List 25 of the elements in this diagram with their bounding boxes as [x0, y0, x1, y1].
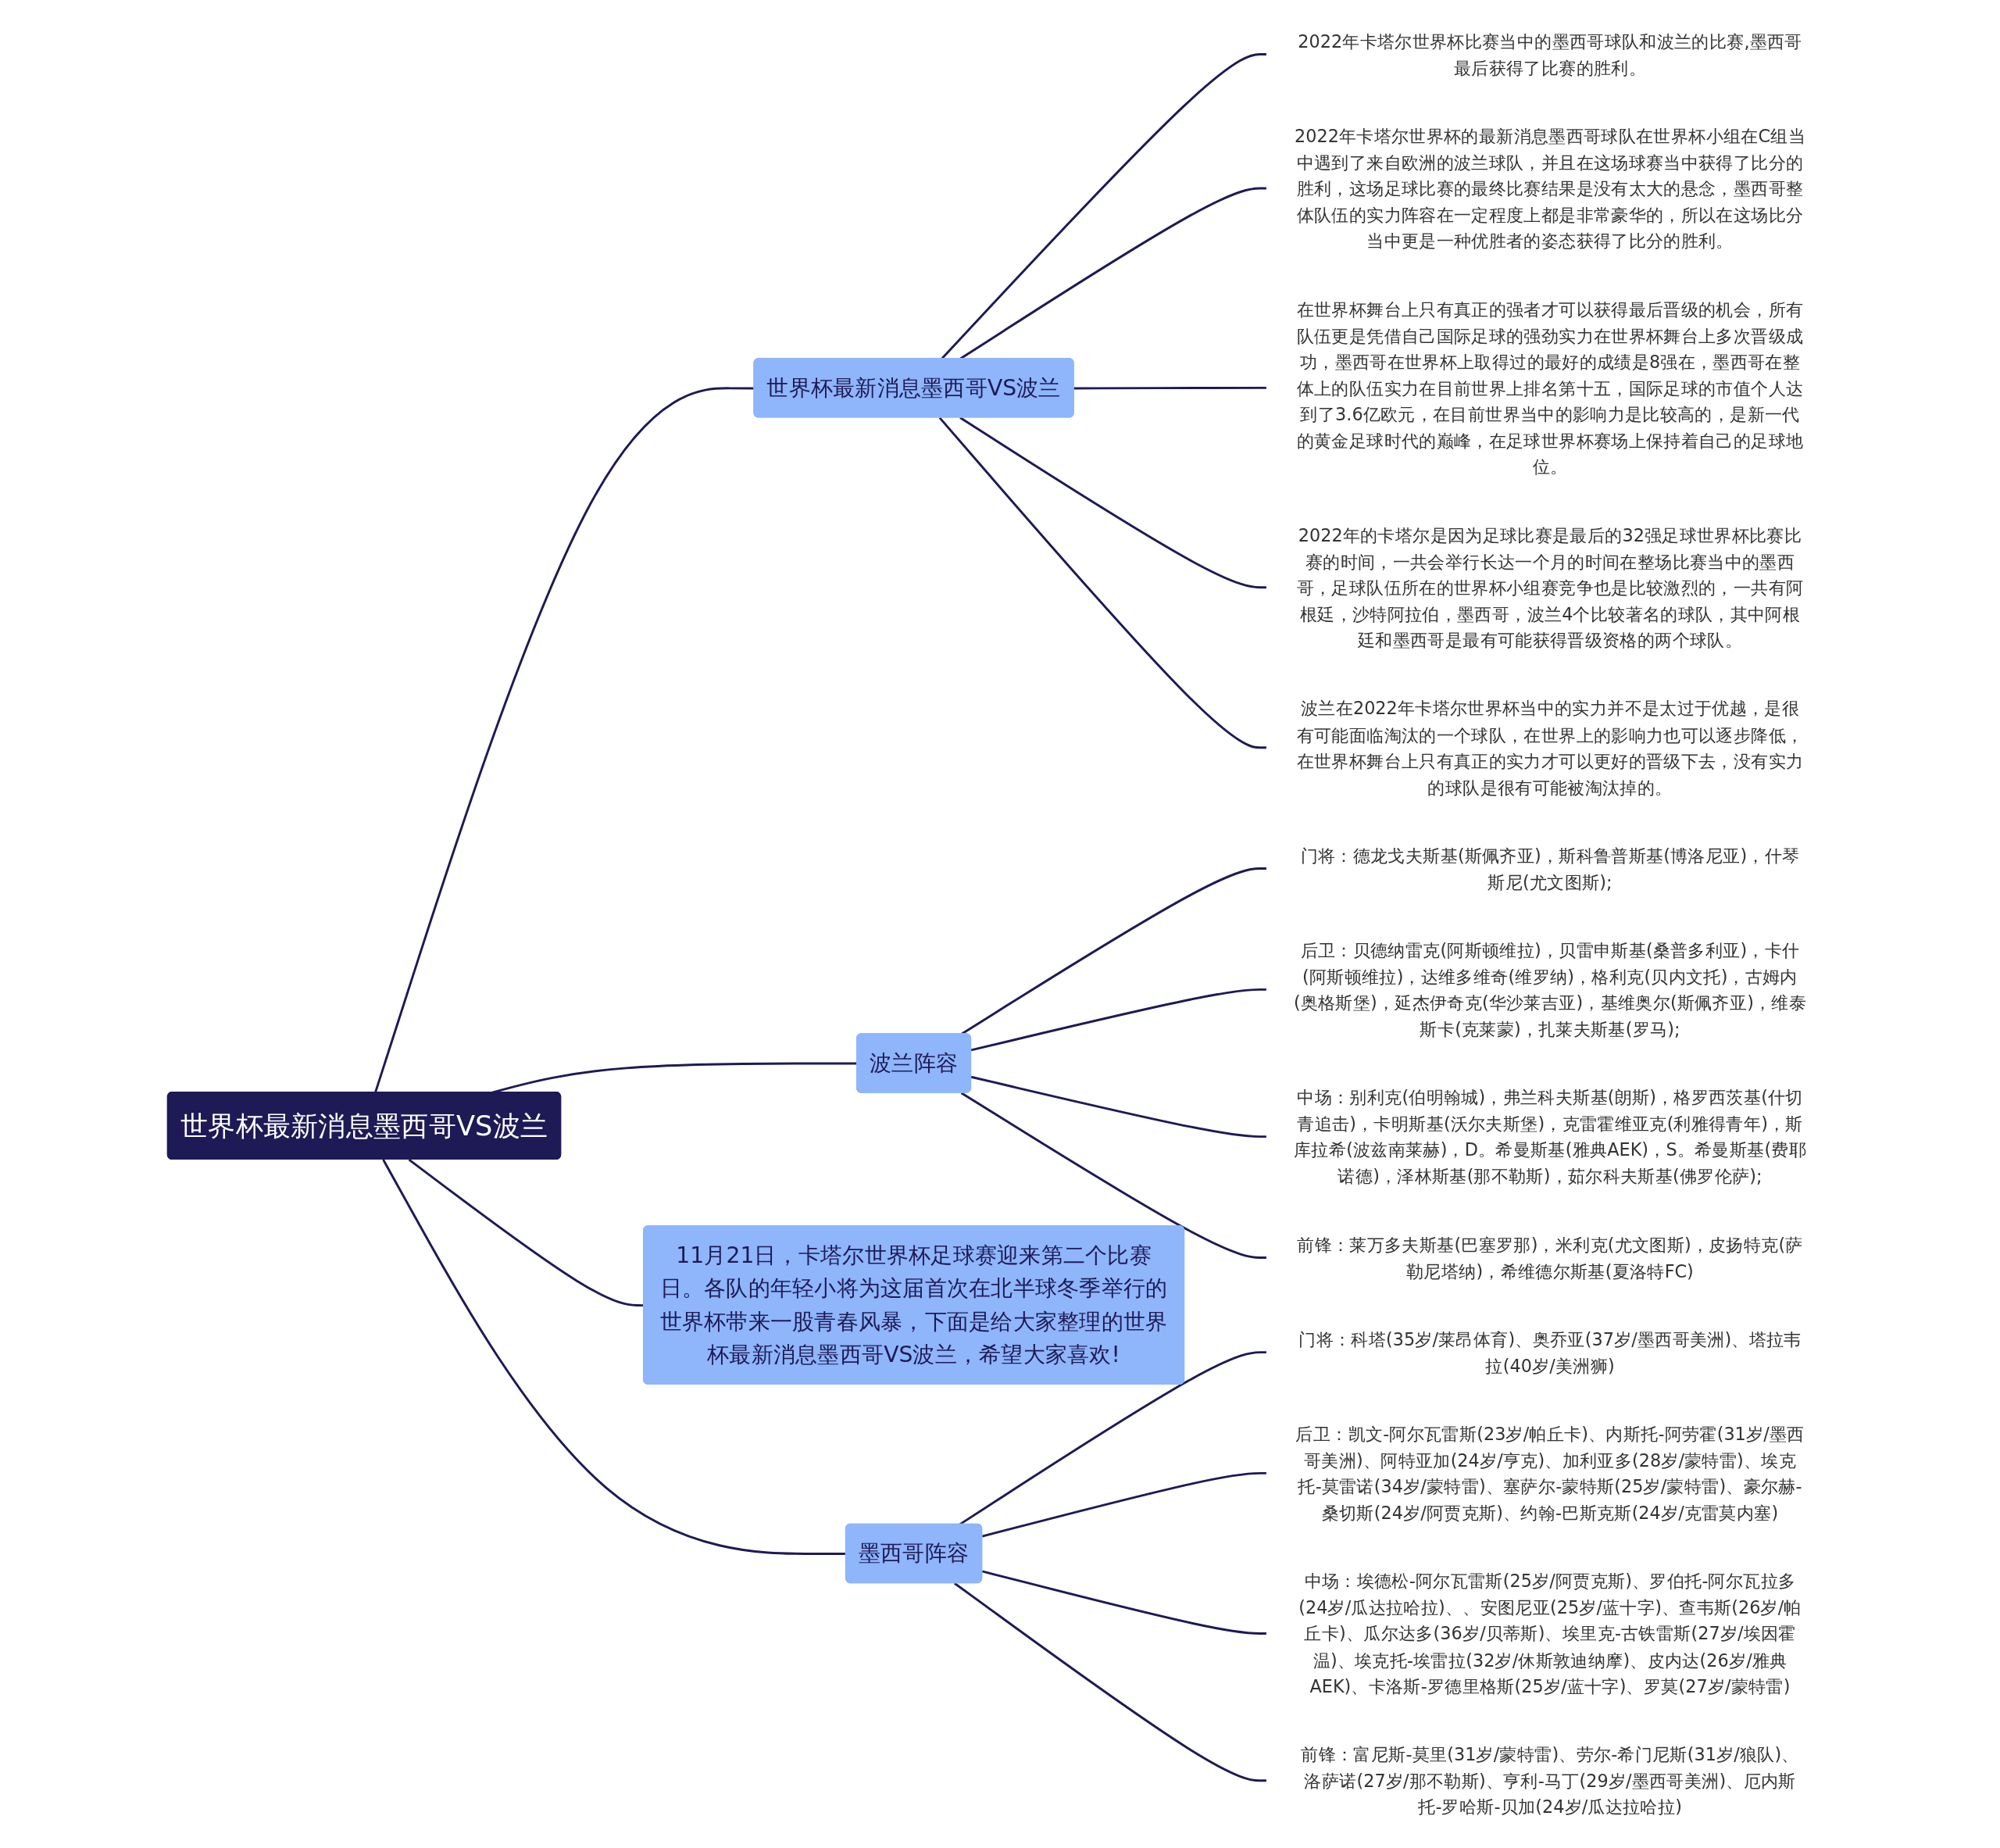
connector	[970, 1075, 1267, 1138]
node-text: 2022年的卡塔尔是因为足球比赛是最后的32强足球世界杯比赛比赛的时间，一共会举行长达一个月的时间在整场比赛当中的墨西哥，足球队伍所在的世界杯小组赛竞争也是比较激烈的，一共有阿根廷，沙特阿拉伯，墨西哥，波兰4个比较著名的球队，其中阿根廷和墨西哥是最有可能获得晋级资格的两个球队。	[1296, 524, 1803, 650]
connector	[408, 1158, 644, 1307]
node-text: 波兰在2022年卡塔尔世界杯当中的实力并不是太过于优越，是很有可能面临淘汰的一个球队，在世界上的影响力也可以逐步降低，在世界杯舞台上只有真正的实力才可以更好的晋级下去，没有实力的球队是很有可能被淘汰掉的。	[1296, 698, 1803, 797]
connector	[381, 1159, 846, 1555]
node-text: 前锋：莱万多夫斯基(巴塞罗那)，米利克(尤文图斯)，皮扬特克(萨勒尼塔纳)，希维德尔斯基(夏洛特FC)	[1296, 1234, 1803, 1281]
node-text: 门将：科塔(35岁/莱昂体育)、奥乔亚(37岁/墨西哥美洲)、塔拉韦拉(40岁/美洲狮)	[1298, 1328, 1802, 1376]
connector	[1073, 386, 1267, 390]
connector	[981, 1471, 1267, 1538]
node-text: 前锋：富尼斯-莫里(31岁/蒙特雷)、劳尔-希门尼斯(31岁/狼队)、洛萨诺(27岁/那不勒斯)、亨利-马丁(29岁/墨西哥美洲)、厄内斯托-罗哈斯-贝加(24岁/瓜达拉哈拉)	[1300, 1744, 1799, 1817]
connector	[959, 416, 1267, 589]
connector	[960, 867, 1267, 1035]
node-text: 后卫：凯文-阿尔瓦雷斯(23岁/帕丘卡)、内斯托-阿劳霍(31岁/墨西哥美洲)、阿特亚加(24岁/亨克)、加利亚多(28岁/蒙特雷)、埃克托-莫雷诺(34岁/蒙特雷)、塞萨尔-蒙特斯(25岁/蒙特雷)、豪尔赫-桑切斯(24岁/阿贾克斯)、约翰-巴斯克斯(24岁/克雷莫内塞)	[1295, 1423, 1804, 1523]
node-text: 在世界杯舞台上只有真正的强者才可以获得最后晋级的机会，所有队伍更是凭借自己国际足球的强劲实力在世界杯舞台上多次晋级成功，墨西哥在世界杯上取得过的最好的成绩是8强在，墨西哥在整体上的队伍实力在目前世界上排名第十五，国际足球的市值个人达到了3.6亿欧元，在目前世界当中的影响力是比较高的，是新一代的黄金足球时代的巅峰，在足球世界杯赛场上保持着自己的足球地位。	[1296, 298, 1803, 477]
connector	[938, 416, 1267, 749]
connector	[960, 1092, 1267, 1259]
node-text: 门将：德龙戈夫斯基(斯佩齐亚)，斯科鲁普斯基(博洛尼亚)，什琴斯尼(尤文图斯);	[1300, 845, 1799, 892]
connector	[953, 1582, 1267, 1782]
node-text: 后卫：贝德纳雷克(阿斯顿维拉)，贝雷申斯基(桑普多利亚)，卡什(阿斯顿维拉)，达维多维奇(维罗纳)，格利克(贝内文托)，古姆内(奥格斯堡)，延杰伊奇克(华沙莱吉亚)，基维奥尔(斯佩齐亚)，维泰斯卡(克莱蒙)，扎莱夫斯基(罗马);	[1293, 939, 1806, 1039]
node-text: 中场：埃德松-阿尔瓦雷斯(25岁/阿贾克斯)、罗伯托-阿尔瓦拉多(24岁/瓜达拉哈拉)、、安图尼亚(25岁/蓝十字)、查韦斯(26岁/帕丘卡)、瓜尔达多(36岁/贝蒂斯)、埃里克-古铁雷斯(27岁/埃因霍温)、埃克托-埃雷拉(32岁/休斯敦迪纳摩)、皮内达(26岁/雅典AEK)、卡洛斯-罗德里格斯(25岁/蓝十字)、罗莫(27岁/蒙特雷)	[1298, 1571, 1802, 1696]
node-text: 中场：别利克(伯明翰城)，弗兰科夫斯基(朗斯)，格罗西茨基(什切青追击)，卡明斯基(沃尔夫斯堡)，克雷霍维亚克(利雅得青年)，斯库拉希(波兹南莱赫)，D。希曼斯基(雅典AEK)，S。希曼斯基(费耶诺德)，泽林斯基(那不勒斯)，茹尔科夫斯基(佛罗伦萨);	[1293, 1087, 1806, 1186]
node-text: 2022年卡塔尔世界杯比赛当中的墨西哥球队和波兰的比赛,墨西哥最后获得了比赛的胜利。	[1297, 30, 1802, 77]
connector	[970, 988, 1267, 1052]
node-text: 2022年卡塔尔世界杯的最新消息墨西哥球队在世界杯小组在C组当中遇到了来自欧洲的波兰球队，并且在这场球赛当中获得了比分的胜利，这场足球比赛的最终比赛结果是没有太大的悬念，墨西哥整体队伍的实力阵容在一定程度上都是非常豪华的，所以在这场比分当中更是一种优胜者的姿态获得了比分的胜利。	[1294, 125, 1805, 251]
connector	[981, 1570, 1267, 1635]
